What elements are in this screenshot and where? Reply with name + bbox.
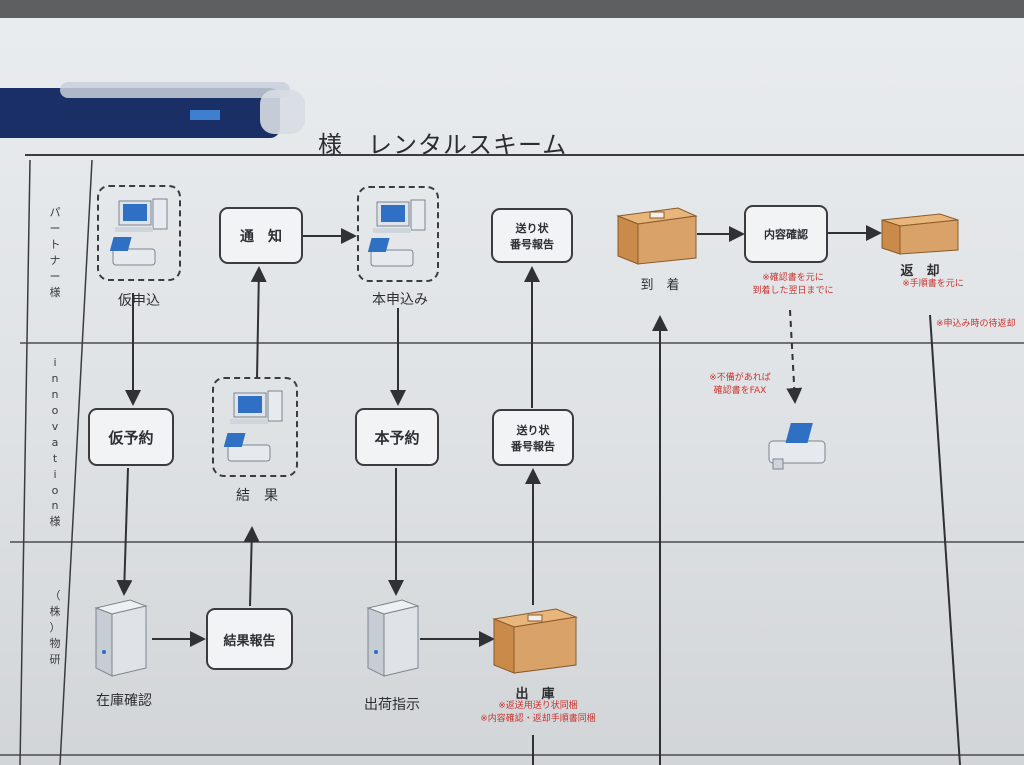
lane-char: 研	[49, 652, 61, 666]
lane-char: t	[52, 451, 58, 465]
kari-moushikomi-label: 仮申込	[118, 293, 160, 309]
page-title: 様 レンタルスキーム	[318, 131, 568, 159]
tochaku-label: 到 着	[640, 278, 680, 293]
kari-moushikomi-group	[97, 185, 181, 281]
lane-char: 様	[49, 285, 61, 299]
kari-yoyaku-box: 仮予約	[88, 408, 174, 466]
lane-char: 様	[49, 515, 61, 529]
lane-char: i	[53, 467, 57, 481]
hon-yoyaku-box: 本予約	[355, 408, 439, 466]
fax-icon	[768, 423, 826, 470]
lane-char: n	[51, 499, 59, 513]
naiyou-note: ※確認書を元に到着した翌日までに	[752, 273, 834, 296]
lane-char: o	[51, 403, 59, 417]
lane-char: a	[51, 435, 59, 449]
server-icon	[366, 599, 420, 677]
fubi-note: ※不備があれば確認書をFAX	[709, 373, 771, 396]
computer-icon	[230, 390, 283, 424]
lane-char: n	[51, 387, 59, 401]
lane-char: ー	[49, 221, 61, 235]
shukko-box-icon	[492, 608, 578, 674]
fax-icon	[223, 433, 271, 462]
fax-icon	[367, 238, 414, 267]
lane-char: i	[53, 356, 57, 369]
lane-char: ）	[49, 620, 61, 634]
lane-label-partner: パートナー様	[40, 205, 70, 301]
kekka-houkoku-box: 結果報告	[206, 608, 293, 670]
zaiko-kakunin-label: 在庫確認	[96, 693, 152, 709]
lane-char: 株	[49, 604, 61, 618]
fax-icon	[109, 237, 156, 266]
lane-char: ー	[49, 269, 61, 283]
tochaku-box-icon	[616, 207, 698, 265]
lane-char: 物	[49, 636, 61, 650]
shukko-label: 出 庫	[515, 687, 555, 702]
server-icon	[94, 599, 148, 677]
moushikomi-note: ※申込み時の待返却	[936, 319, 1016, 329]
lane-char: （	[49, 589, 61, 602]
kekka-label: 結 果	[236, 488, 278, 504]
pen	[0, 82, 305, 138]
lane-char: ナ	[49, 253, 61, 267]
shukko-note: ※返送用送り状同梱※内容確認・返却手順書同梱	[480, 701, 596, 724]
lane-char: パ	[49, 206, 61, 219]
lane-char: o	[51, 483, 59, 497]
henkyaku-box-icon	[881, 213, 959, 255]
okurijo-innov-box: 送り状番号報告	[492, 409, 574, 466]
kekka-group	[212, 377, 298, 477]
lane-char: n	[51, 371, 59, 385]
okurijo-partner-box: 送り状番号報告	[491, 208, 573, 263]
henkyaku-note: ※手順書を元に	[902, 279, 964, 289]
lane-char: v	[51, 419, 59, 433]
naiyou-kakunin-box: 内容確認	[744, 205, 828, 263]
tsuchi-box: 通 知	[219, 207, 303, 264]
henkyaku-label: 返 却	[900, 264, 940, 279]
hon-moushikomi-label: 本申込み	[372, 292, 428, 308]
hon-moushikomi-group	[357, 186, 439, 282]
computer-icon	[115, 198, 168, 232]
computer-icon	[373, 199, 426, 233]
lane-char: ト	[49, 237, 61, 251]
shukka-shiji-label: 出荷指示	[364, 697, 420, 713]
lane-label-butsuken: （ 株 ） 物研	[40, 588, 70, 668]
